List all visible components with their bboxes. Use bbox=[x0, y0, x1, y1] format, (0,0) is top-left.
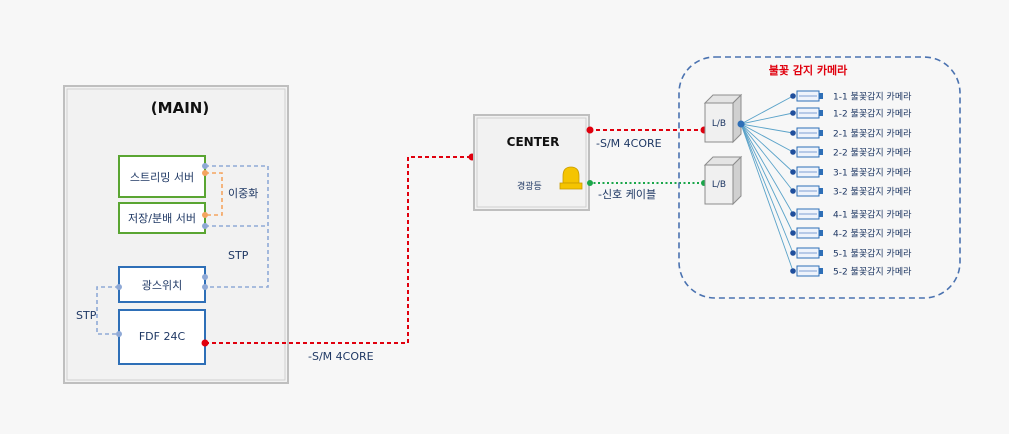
camera-label: 4-2 불꽃감지 카메라 bbox=[833, 228, 912, 240]
camera-item: 3-1 불꽃감지 카메라 bbox=[790, 166, 912, 179]
fdf-port-dot bbox=[201, 339, 209, 347]
field-title: 불꽃 감지 카메라 bbox=[769, 63, 848, 77]
stp-left-label: STP bbox=[76, 309, 97, 322]
camera-fanout-line bbox=[740, 123, 794, 134]
camera-icon bbox=[796, 107, 823, 119]
camera-item: 3-2 불꽃감지 카메라 bbox=[790, 185, 912, 198]
main-building-inner bbox=[66, 88, 286, 381]
camera-port-dot bbox=[790, 230, 796, 236]
camera-port-dot bbox=[790, 110, 796, 116]
camera-label: 2-2 불꽃감지 카메라 bbox=[833, 147, 912, 159]
center-port-dot-right bbox=[586, 126, 594, 134]
lb-top-box bbox=[703, 93, 743, 144]
camera-icon bbox=[796, 265, 823, 277]
camera-port-dot bbox=[790, 211, 796, 217]
camera-fanout-lines bbox=[740, 95, 794, 272]
camera-icon bbox=[796, 166, 823, 178]
redundancy-label: 이중화 bbox=[228, 187, 258, 200]
camera-fanout-line bbox=[740, 123, 794, 153]
lb-bottom-box bbox=[703, 155, 743, 206]
link-center-lb-top-label: -S/M 4CORE bbox=[596, 137, 662, 150]
camera-port-dot bbox=[790, 250, 796, 256]
stp-line-left bbox=[96, 286, 119, 335]
center-signal-dot bbox=[587, 180, 593, 186]
redundancy-line bbox=[205, 172, 223, 216]
camera-label: 3-1 불꽃감지 카메라 bbox=[833, 167, 912, 179]
link-main-center-label: -S/M 4CORE bbox=[308, 350, 374, 363]
camera-port-dot bbox=[790, 130, 796, 136]
lb-top-label: L/B bbox=[712, 119, 726, 129]
camera-icon bbox=[796, 146, 823, 158]
main-title: (MAIN) bbox=[151, 99, 209, 117]
stp-line-right bbox=[205, 165, 269, 288]
camera-item: 5-1 불꽃감지 카메라 bbox=[790, 247, 912, 260]
storage-server-label: 저장/분배 서버 bbox=[128, 212, 196, 225]
streaming-server-label: 스트리밍 서버 bbox=[130, 171, 194, 184]
camera-fanout-line bbox=[740, 123, 794, 215]
camera-port-dot bbox=[790, 169, 796, 175]
camera-port-dot bbox=[790, 93, 796, 99]
link-center-lb-bottom-label: -신호 케이블 bbox=[598, 188, 656, 201]
camera-item: 2-1 불꽃감지 카메라 bbox=[790, 127, 912, 140]
stp-right-label: STP bbox=[228, 249, 249, 262]
camera-fanout-line bbox=[740, 123, 794, 173]
camera-label: 4-1 불꽃감지 카메라 bbox=[833, 209, 912, 221]
camera-icon bbox=[796, 185, 823, 197]
camera-item: 1-1 불꽃감지 카메라 bbox=[790, 90, 912, 103]
camera-item: 4-2 불꽃감지 카메라 bbox=[790, 227, 912, 240]
warning-light-label: 경광등 bbox=[517, 180, 542, 192]
optical-switch-label: 광스위치 bbox=[142, 279, 182, 292]
warning-light-icon bbox=[559, 166, 583, 190]
camera-fanout-line bbox=[740, 123, 794, 254]
camera-label: 2-1 불꽃감지 카메라 bbox=[833, 128, 912, 140]
streaming-server-box bbox=[118, 155, 206, 198]
camera-item: 4-1 불꽃감지 카메라 bbox=[790, 208, 912, 221]
center-title: CENTER bbox=[507, 135, 560, 149]
camera-label: 1-1 불꽃감지 카메라 bbox=[833, 91, 912, 103]
optical-switch-box bbox=[118, 266, 206, 303]
main-connector-dots bbox=[116, 163, 208, 337]
center-box bbox=[473, 114, 590, 211]
camera-fanout-line bbox=[740, 123, 794, 192]
camera-item: 1-2 불꽃감지 카메라 bbox=[790, 107, 912, 120]
camera-icon bbox=[796, 227, 823, 239]
camera-label: 1-2 불꽃감지 카메라 bbox=[833, 108, 912, 120]
camera-icon bbox=[796, 247, 823, 259]
camera-label: 5-1 불꽃감지 카메라 bbox=[833, 248, 912, 260]
camera-item: 5-2 불꽃감지 카메라 bbox=[790, 265, 912, 278]
camera-icon bbox=[796, 208, 823, 220]
camera-fanout-line bbox=[740, 123, 794, 272]
camera-icon bbox=[796, 90, 823, 102]
camera-port-dot bbox=[790, 188, 796, 194]
center-box-inner bbox=[476, 117, 587, 208]
camera-item: 2-2 불꽃감지 카메라 bbox=[790, 146, 912, 159]
camera-icon bbox=[796, 127, 823, 139]
camera-list: 1-1 불꽃감지 카메라 1-2 불꽃감지 카메라 2-1 불꽃감지 카메라 2-2 … bbox=[790, 90, 912, 278]
lb-bottom-label: L/B bbox=[712, 180, 726, 190]
fiber-link-main-center bbox=[205, 156, 473, 344]
field-area bbox=[678, 56, 961, 299]
camera-port-dot bbox=[790, 268, 796, 274]
camera-fanout-line bbox=[740, 95, 794, 125]
camera-label: 3-2 불꽃감지 카메라 bbox=[833, 186, 912, 198]
camera-label: 5-2 불꽃감지 카메라 bbox=[833, 266, 912, 278]
lb-fanout-dot bbox=[737, 120, 745, 128]
camera-port-dot bbox=[790, 149, 796, 155]
camera-fanout-line bbox=[740, 112, 794, 125]
fdf-label: FDF 24C bbox=[139, 330, 186, 343]
camera-fanout-line bbox=[740, 123, 794, 234]
